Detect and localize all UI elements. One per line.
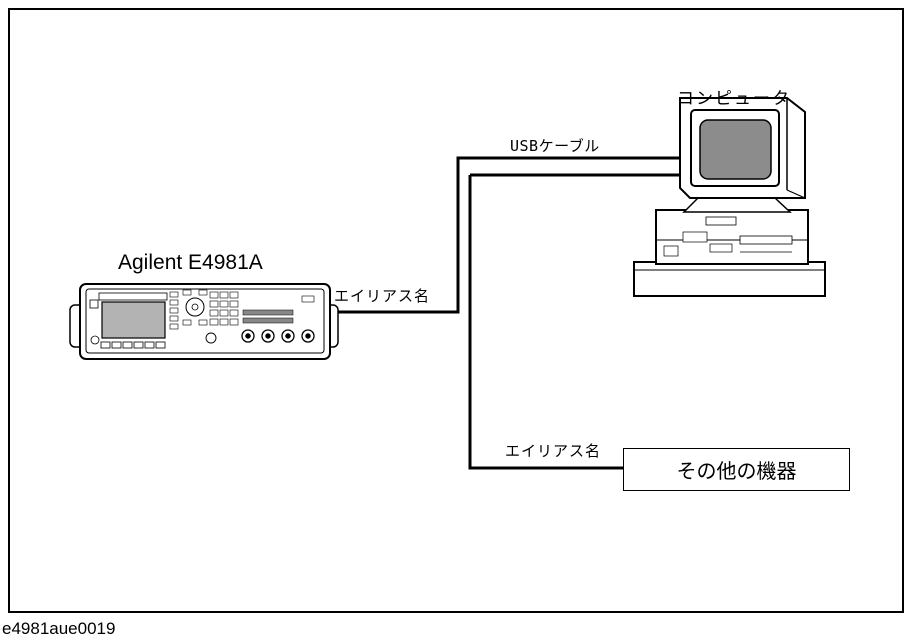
other-device-box: その他の機器 bbox=[623, 448, 850, 491]
other-device-label: その他の機器 bbox=[677, 455, 797, 484]
instrument-icon bbox=[70, 284, 338, 359]
instrument-name-label: Agilent E4981A bbox=[118, 252, 263, 273]
computer-icon bbox=[634, 98, 825, 296]
instrument-alias-label: エイリアス名 bbox=[334, 289, 430, 304]
computer-label: コンピュータ bbox=[677, 91, 791, 108]
usb-cable-lines bbox=[328, 158, 680, 468]
figure-id-caption: e4981aue0019 bbox=[2, 620, 115, 637]
other-device-alias-label: エイリアス名 bbox=[505, 444, 601, 459]
usb-cable-label: USBケーブル bbox=[510, 139, 600, 154]
